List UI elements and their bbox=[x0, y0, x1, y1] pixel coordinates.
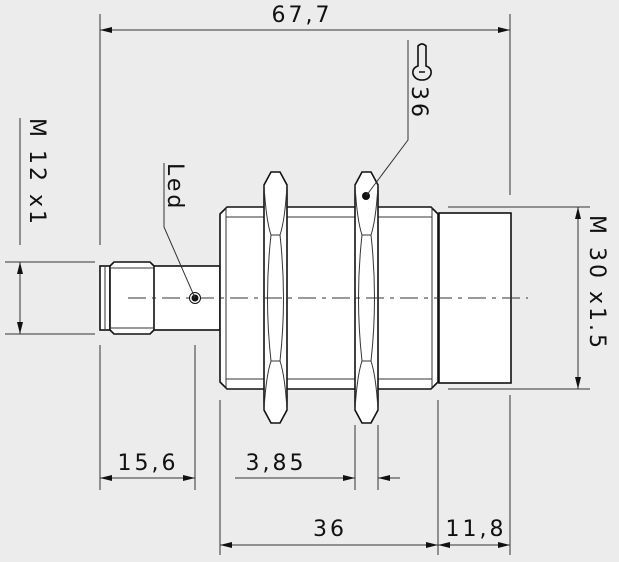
connector-length-label: 15,6 bbox=[118, 451, 179, 476]
led-label: Led bbox=[162, 163, 187, 211]
led-leader bbox=[163, 163, 196, 299]
wrench-leader bbox=[365, 40, 409, 197]
nut-thickness-label: 3,85 bbox=[246, 451, 307, 476]
cap-length-label: 11,8 bbox=[446, 517, 507, 542]
connector-thread-label: M 12 x1 bbox=[24, 118, 49, 227]
body-length-label: 36 bbox=[313, 517, 347, 542]
body-thread-label: M 30 x1.5 bbox=[584, 215, 609, 351]
wrench-size-label: 36 bbox=[406, 86, 431, 120]
dimension-lines bbox=[17, 27, 581, 548]
wrench-icon bbox=[412, 43, 432, 81]
overall-length-label: 67,7 bbox=[272, 3, 333, 28]
